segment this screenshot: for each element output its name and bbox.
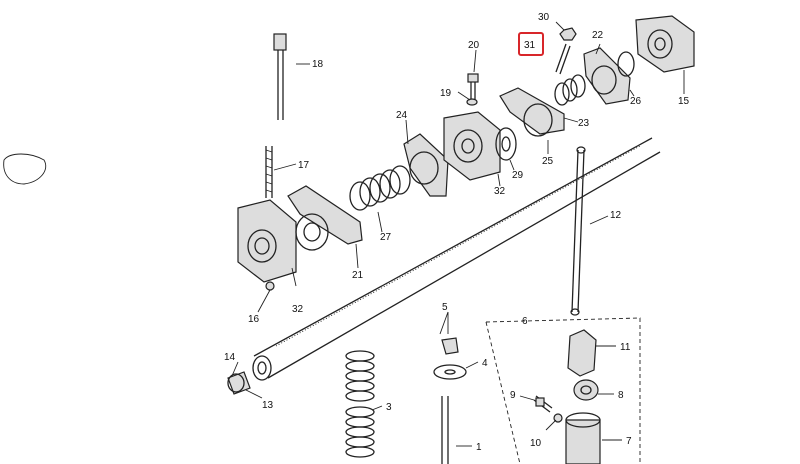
callout-32-middle: 32 [494, 186, 506, 197]
valve-collets [441, 337, 459, 355]
callout-23: 23 [578, 118, 590, 129]
screw-20 [467, 73, 479, 100]
spring-collar [433, 364, 467, 380]
valve-spring [345, 350, 375, 458]
rocker-arm-24 [403, 133, 449, 197]
smudge-mark [3, 153, 47, 185]
callout-30: 30 [538, 12, 550, 23]
stud-bolt-17 [265, 146, 273, 198]
callout-29: 29 [512, 170, 524, 181]
callout-1: 1 [476, 442, 482, 453]
tappet-body-7 [565, 412, 601, 464]
nut-30 [559, 27, 577, 41]
tappet-guide-11 [567, 329, 597, 377]
callout-17: 17 [298, 160, 310, 171]
end-plug-14 [227, 371, 251, 395]
callout-12: 12 [610, 210, 622, 221]
callout-labels: 1 3 4 5 6 7 8 9 10 11 12 13 14 15 16 17 … [224, 12, 690, 453]
callout-14: 14 [224, 352, 236, 363]
tappet-subassembly-box [485, 317, 641, 464]
callout-26: 26 [630, 96, 642, 107]
callout-9: 9 [510, 390, 516, 401]
callout-21: 21 [352, 270, 364, 281]
tappet-roller-8 [573, 379, 599, 401]
callout-10: 10 [530, 438, 542, 449]
callout-27: 27 [380, 232, 392, 243]
rocker-pedestal-left [237, 199, 297, 283]
callout-5: 5 [442, 302, 448, 313]
callout-32-left: 32 [292, 304, 304, 315]
callout-13: 13 [262, 400, 274, 411]
rocker-pedestal-middle [443, 111, 501, 181]
callout-31: 31 [524, 40, 536, 51]
callout-16: 16 [248, 314, 260, 325]
rocker-arm-22 [583, 47, 631, 105]
callout-11: 11 [620, 342, 631, 353]
callout-20: 20 [468, 40, 480, 51]
leader-lines [231, 21, 685, 447]
thrust-washer-29 [495, 127, 517, 161]
callout-3: 3 [386, 402, 392, 413]
highlight-box-31 [518, 32, 544, 56]
callout-4: 4 [482, 358, 488, 369]
rocker-pedestal-right [635, 15, 695, 73]
valve-stem [441, 396, 449, 464]
rocker-arm-25 [499, 87, 565, 137]
adjusting-screw-31 [555, 43, 571, 75]
callout-6: 6 [522, 316, 528, 327]
callout-15: 15 [678, 96, 690, 107]
screw-9 [533, 395, 553, 413]
rocker-shaft [252, 137, 661, 381]
rocker-spring-27 [349, 165, 411, 211]
callout-25: 25 [542, 156, 554, 167]
callout-18: 18 [312, 59, 324, 70]
rocker-arm-21 [287, 185, 363, 251]
callout-8: 8 [618, 390, 624, 401]
callout-22: 22 [592, 30, 604, 41]
rocker-spring-26 [554, 51, 635, 106]
washer-16 [265, 281, 275, 291]
washer-19 [466, 98, 478, 106]
callout-7: 7 [626, 436, 632, 447]
callout-19: 19 [440, 88, 452, 99]
push-rod [570, 146, 586, 316]
stud-bolt-18 [273, 33, 287, 120]
callout-24: 24 [396, 110, 408, 121]
